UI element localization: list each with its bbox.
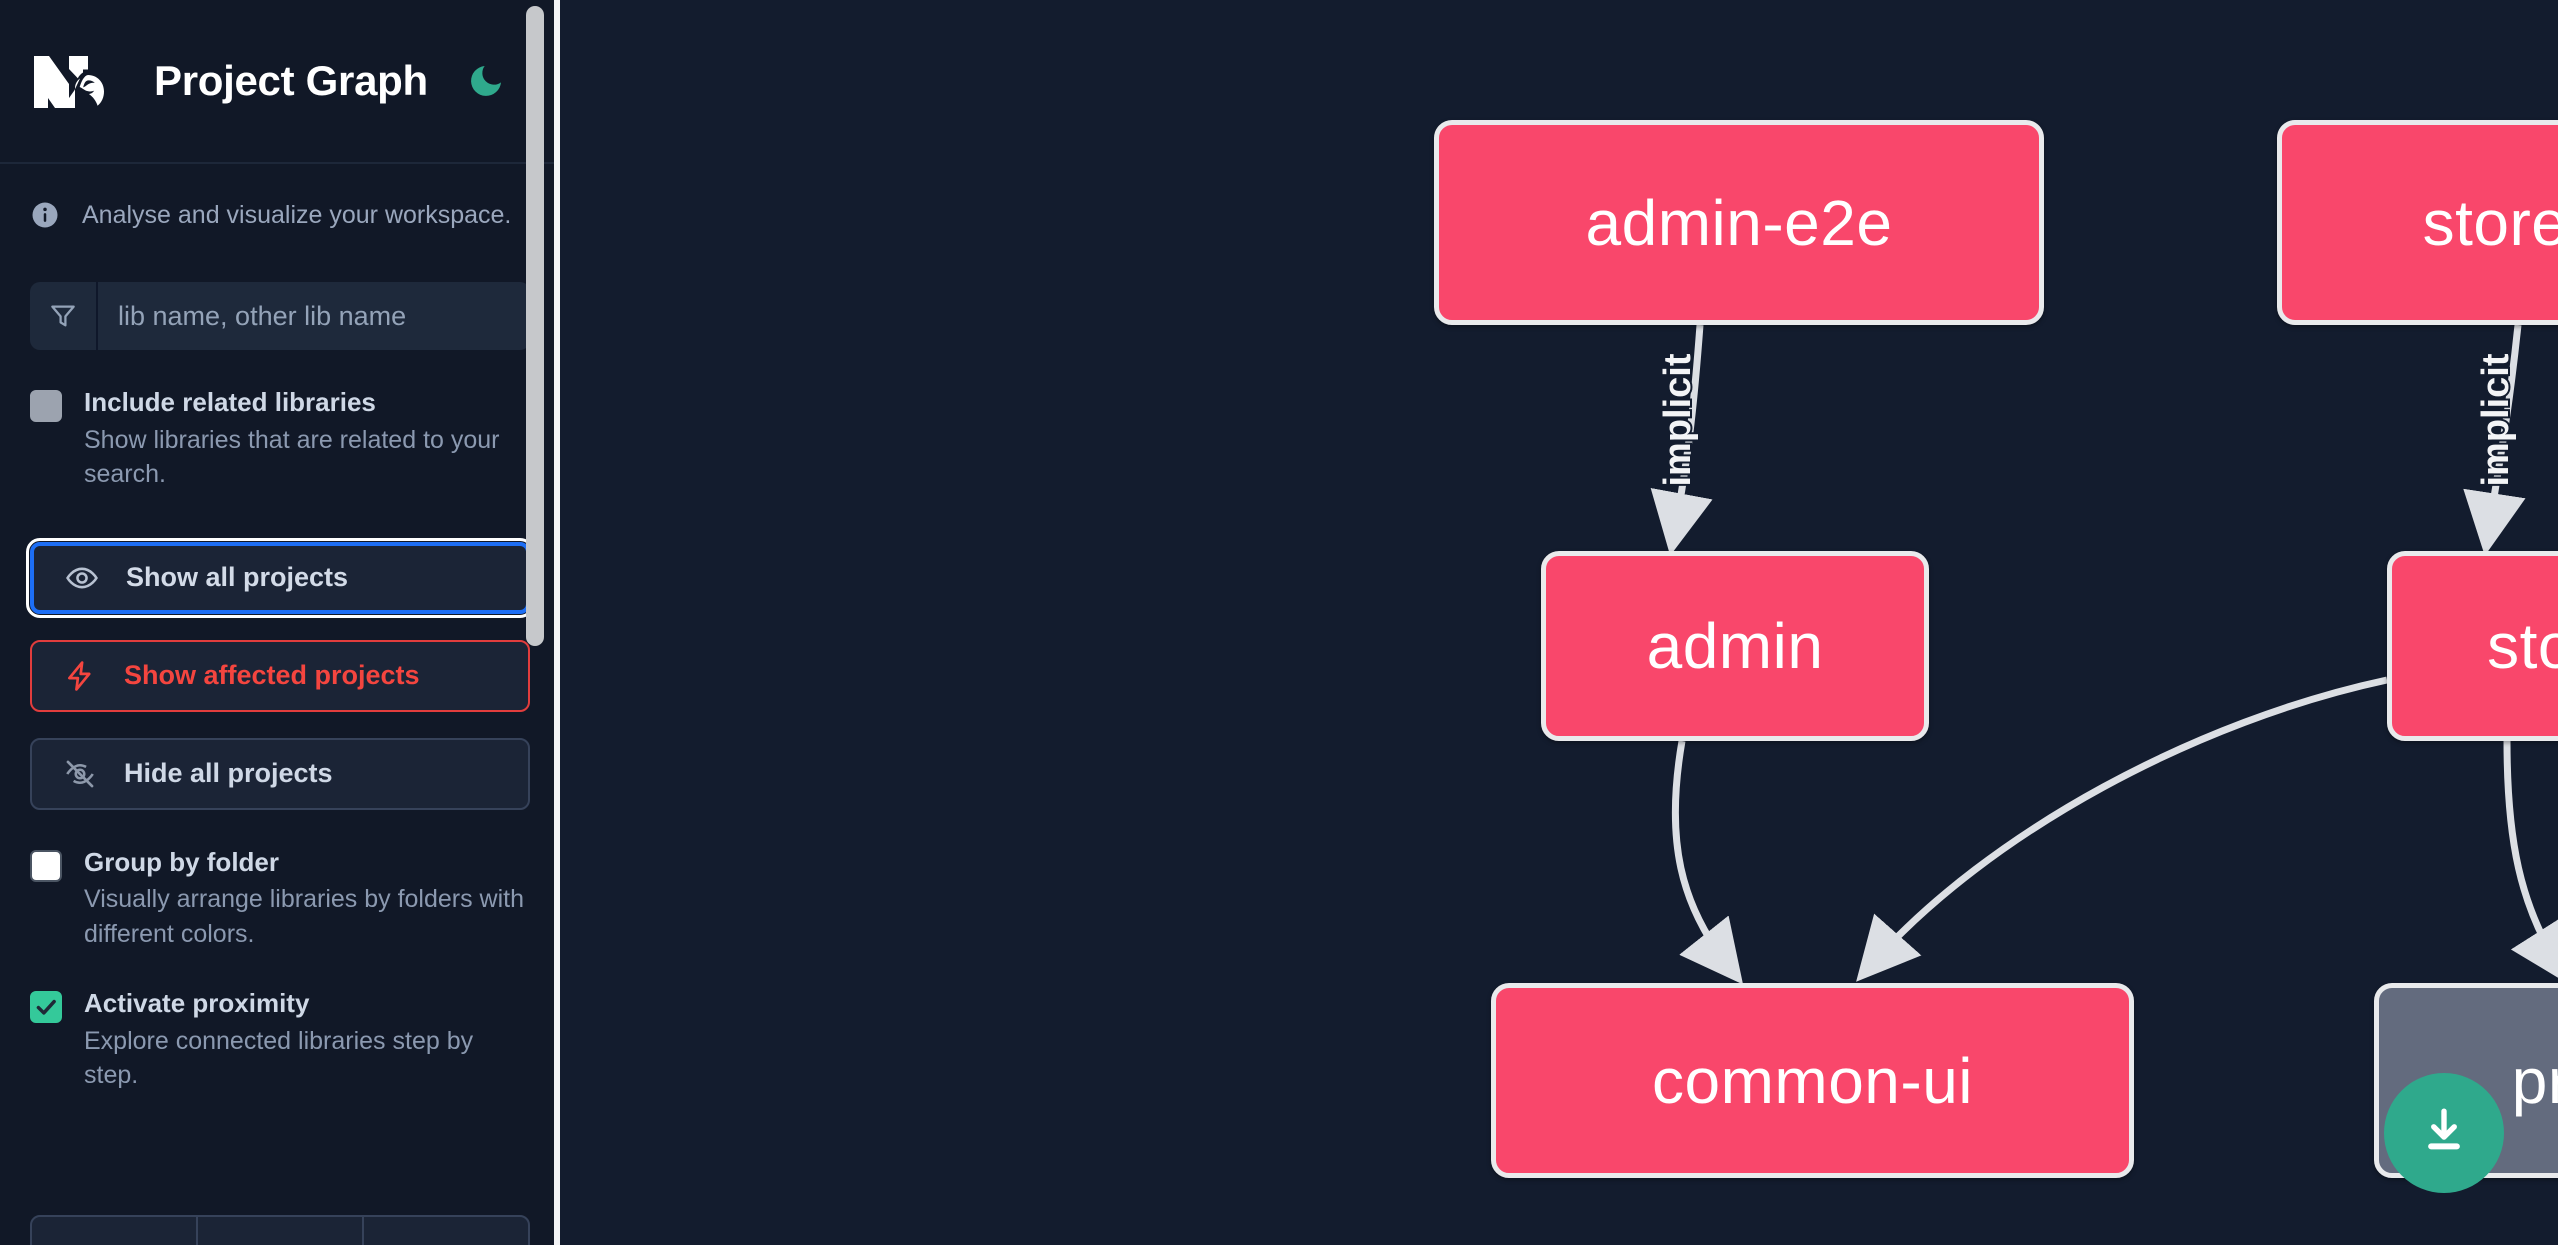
app-title: Project Graph: [154, 57, 428, 104]
tagline: Analyse and visualize your workspace.: [30, 200, 530, 230]
button-label: Hide all projects: [124, 758, 333, 788]
filter-icon: [30, 282, 98, 350]
sidebar-scrollbar-thumb[interactable]: [526, 6, 544, 646]
option-description: Explore connected libraries step by step…: [84, 1026, 474, 1090]
option-group-by-folder[interactable]: Group by folder Visually arrange librari…: [30, 846, 530, 952]
graph-node-admin[interactable]: admin: [1541, 551, 1929, 741]
option-description: Visually arrange libraries by folders wi…: [84, 885, 525, 948]
graph-node-common-ui[interactable]: common-ui: [1491, 983, 2134, 1178]
graph-canvas[interactable]: implicit implicit admin-e2e store-e2e ad…: [560, 0, 2558, 1245]
button-label: Show all projects: [126, 562, 349, 592]
edge-store-to-products: [2503, 740, 2558, 986]
sidebar-scrollbar[interactable]: [526, 0, 544, 1245]
graph-edges: implicit implicit: [1650, 324, 2558, 986]
edge-admin-e2e-to-admin: [1650, 324, 1713, 556]
moon-icon[interactable]: [464, 59, 508, 103]
lightning-bolt-icon: [60, 656, 100, 696]
info-icon: [30, 200, 60, 230]
visibility-button-group: Show all projects Show affected projects: [26, 537, 534, 810]
edge-admin-to-common-ui: [1671, 740, 1744, 985]
option-label: Group by folder: [84, 846, 279, 877]
edge-label-implicit-admin: implicit: [1657, 353, 1699, 486]
edge-label-implicit-store: implicit: [2475, 353, 2517, 486]
option-label: Include related libraries: [84, 387, 376, 417]
segment-1[interactable]: [32, 1217, 198, 1245]
eye-off-icon: [60, 754, 100, 794]
graph-node-store[interactable]: store: [2387, 551, 2558, 741]
graph-node-store-e2e[interactable]: store-e2e: [2277, 120, 2558, 325]
download-graph-button[interactable]: [2384, 1073, 2504, 1193]
nx-logo-icon: [30, 50, 122, 112]
edge-store-to-common-ui: [1856, 676, 2388, 982]
eye-icon: [62, 558, 102, 598]
checkbox-group-by-folder[interactable]: [30, 849, 62, 882]
sidebar: Project Graph Analyse and visualize your…: [0, 0, 560, 1245]
option-include-related-libraries[interactable]: Include related libraries Show libraries…: [30, 386, 530, 492]
show-all-projects-button[interactable]: Show all projects: [26, 537, 534, 618]
edge-store-e2e-to-store: [2463, 324, 2526, 556]
bottom-segmented-control[interactable]: [30, 1215, 530, 1245]
download-icon: [2416, 1103, 2472, 1164]
option-label: Activate proximity: [84, 988, 310, 1018]
hide-all-projects-button[interactable]: Hide all projects: [30, 737, 530, 810]
search-bar[interactable]: [30, 282, 530, 350]
sidebar-body: Analyse and visualize your workspace. In…: [0, 200, 560, 1093]
segment-3[interactable]: [364, 1217, 528, 1245]
show-affected-projects-button[interactable]: Show affected projects: [30, 639, 530, 712]
option-activate-proximity[interactable]: Activate proximity Explore connected lib…: [30, 987, 530, 1093]
graph-node-admin-e2e[interactable]: admin-e2e: [1434, 120, 2044, 325]
sidebar-divider: [554, 0, 560, 1245]
checkbox-include-related-libraries[interactable]: [30, 390, 62, 422]
search-input[interactable]: [98, 282, 530, 350]
segment-2[interactable]: [198, 1217, 364, 1245]
checkbox-activate-proximity[interactable]: [30, 991, 62, 1023]
sidebar-header: Project Graph: [0, 0, 560, 164]
option-description: Show libraries that are related to your …: [84, 425, 500, 489]
tagline-text: Analyse and visualize your workspace.: [82, 200, 512, 229]
button-label: Show affected projects: [124, 660, 420, 690]
